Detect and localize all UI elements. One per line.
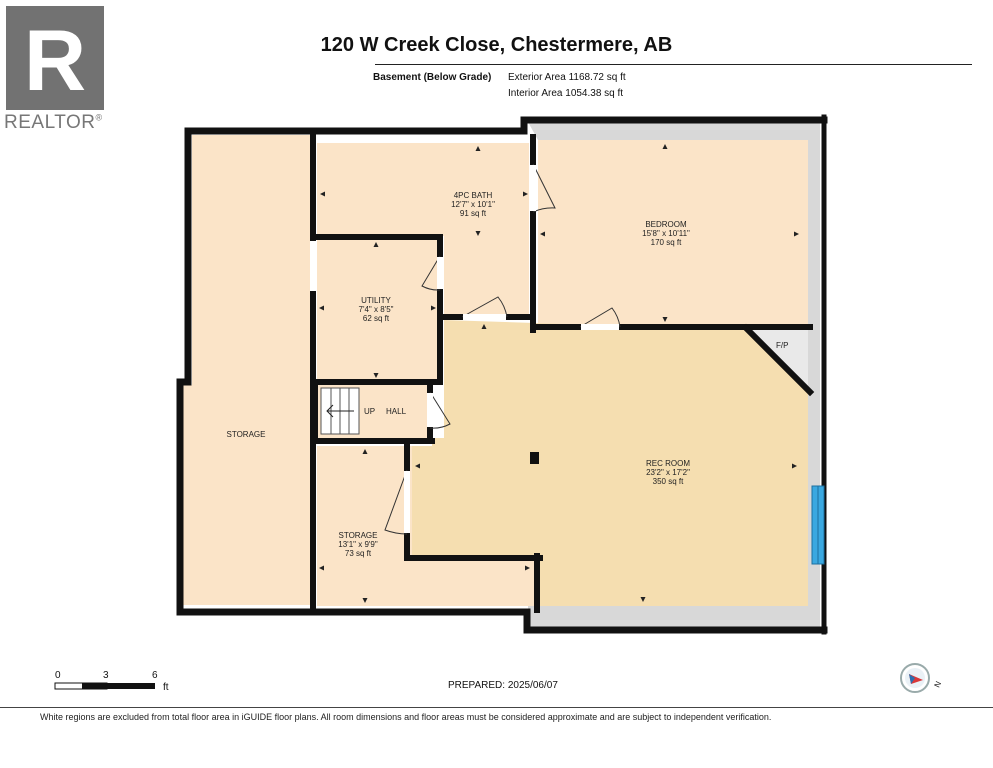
hall-label: HALL	[386, 407, 407, 416]
door-openings	[404, 165, 619, 533]
page-title: 120 W Creek Close, Chestermere, AB	[320, 34, 673, 56]
exterior-area: Exterior Area 1168.72 sq ft	[508, 72, 626, 83]
realtor-wordmark: REALTOR®	[4, 112, 103, 133]
bedroom-name: BEDROOM	[645, 220, 687, 229]
room-4pc-bath	[317, 143, 529, 236]
dimension-markers	[319, 144, 799, 603]
utility-label: UTILITY 7'4" x 8'5" 62 sq ft	[359, 296, 394, 323]
room-bedroom	[538, 140, 808, 325]
utility-name: UTILITY	[361, 296, 391, 305]
room-4pc-bath-ext	[444, 236, 529, 314]
footer-divider	[0, 707, 993, 708]
rec-room-area: 350 sq ft	[652, 477, 684, 486]
interior-area: Interior Area 1054.38 sq ft	[508, 88, 624, 99]
bath-label: 4PC BATH 12'7" x 10'1" 91 sq ft	[451, 191, 495, 218]
storage-large-name: STORAGE	[226, 430, 266, 439]
bedroom-area: 170 sq ft	[650, 238, 682, 247]
utility-dims: 7'4" x 8'5"	[358, 305, 394, 314]
rec-room-label: REC ROOM 23'2" x 17'2" 350 sq ft	[646, 459, 690, 486]
scale-tick-3: 3	[103, 670, 109, 681]
doors	[384, 163, 621, 535]
column	[530, 452, 539, 464]
rec-room-name: REC ROOM	[646, 459, 690, 468]
rec-room-dims: 23'2" x 17'2"	[646, 468, 690, 477]
compass-icon	[900, 663, 930, 693]
utility-area: 62 sq ft	[362, 314, 390, 323]
room-rec	[412, 320, 808, 606]
storage-small-label: STORAGE 13'1" x 9'9" 73 sq ft	[338, 531, 377, 558]
walls	[176, 114, 828, 635]
room-storage-large-ext	[183, 385, 195, 605]
bath-name: 4PC BATH	[453, 191, 493, 200]
scale-unit: ft	[163, 682, 169, 693]
bath-area: 91 sq ft	[459, 209, 487, 218]
scale-bar	[54, 682, 155, 690]
bedroom-label: BEDROOM 15'8" x 10'11" 170 sq ft	[642, 220, 690, 247]
storage-small-name: STORAGE	[338, 531, 378, 540]
prepared-date: PREPARED: 2025/06/07	[448, 680, 558, 691]
stairs-up-label: UP	[364, 407, 376, 416]
storage-small-area: 73 sq ft	[344, 549, 372, 558]
disclaimer: White regions are excluded from total fl…	[40, 712, 772, 722]
realtor-r-mark: R	[24, 13, 86, 109]
bath-dims: 12'7" x 10'1"	[451, 200, 495, 209]
bedroom-dims: 15'8" x 10'11"	[642, 229, 690, 238]
stairs	[320, 387, 360, 435]
floor-level-label: Basement (Below Grade)	[373, 72, 492, 83]
fireplace-label: F/P	[776, 341, 789, 350]
room-storage-large	[192, 135, 310, 605]
svg-text:R: R	[24, 13, 86, 109]
header-divider	[375, 64, 972, 65]
realtor-logo: R	[6, 6, 104, 110]
room-utility	[317, 240, 440, 380]
storage-large-label: STORAGE	[227, 430, 266, 439]
scale-tick-0: 0	[55, 670, 61, 681]
storage-small-dims: 13'1" x 9'9"	[338, 540, 378, 549]
scale-tick-6: 6	[152, 670, 158, 681]
